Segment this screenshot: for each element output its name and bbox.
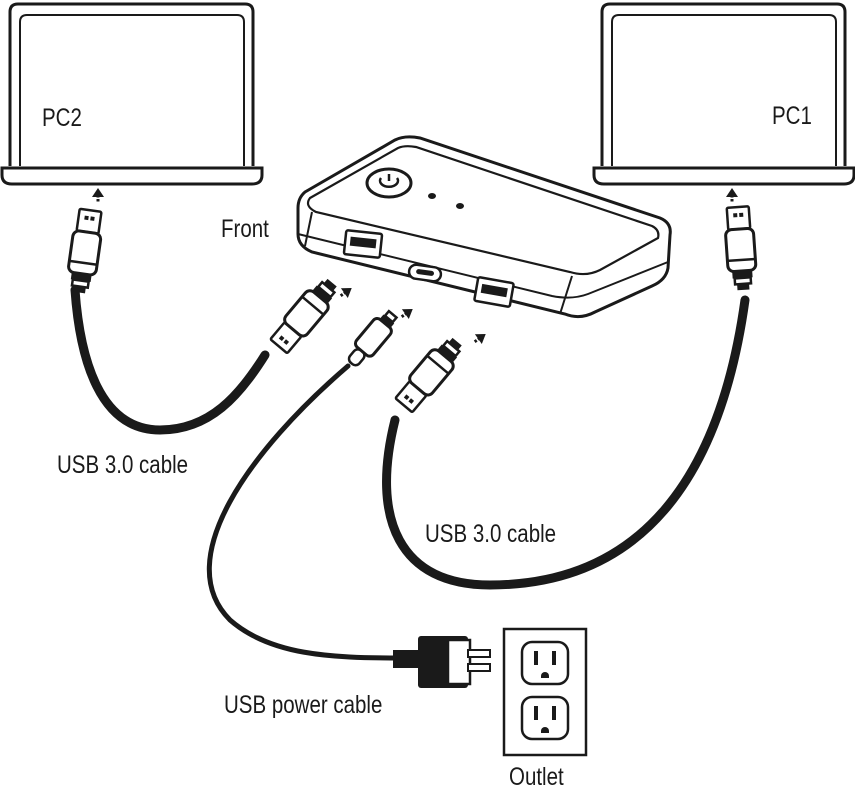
usb-power-cable — [206, 305, 403, 661]
power-button-icon — [365, 167, 413, 199]
kvm-switch — [296, 135, 672, 319]
pc2-label: PC2 — [42, 104, 82, 132]
pc1-label: PC1 — [772, 102, 812, 130]
pc1-laptop — [592, 2, 855, 186]
arrow-to-pc2 — [90, 186, 106, 204]
arrow-to-pc1 — [724, 186, 740, 204]
usb-port-left — [342, 229, 384, 259]
outlet-label: Outlet — [509, 763, 564, 791]
usb-cable-left-label: USB 3.0 cable — [57, 451, 189, 479]
usb-cable-right — [382, 204, 759, 590]
arrow-to-right-port — [469, 327, 491, 349]
usb-cable-left — [63, 206, 345, 435]
pc2-laptop — [0, 2, 264, 186]
usb-port-right — [473, 276, 515, 308]
arrow-to-left-port — [335, 281, 357, 303]
wall-outlet — [502, 627, 588, 757]
power-adapter-icon — [393, 636, 491, 688]
usb-c-port — [407, 263, 443, 283]
arrow-to-usb-c-port — [396, 302, 418, 324]
usb-cable-right-label: USB 3.0 cable — [425, 520, 557, 548]
led-indicator-2 — [456, 203, 464, 209]
front-label: Front — [221, 215, 269, 243]
power-cable-label: USB power cable — [224, 691, 383, 719]
led-indicator-1 — [428, 193, 436, 199]
